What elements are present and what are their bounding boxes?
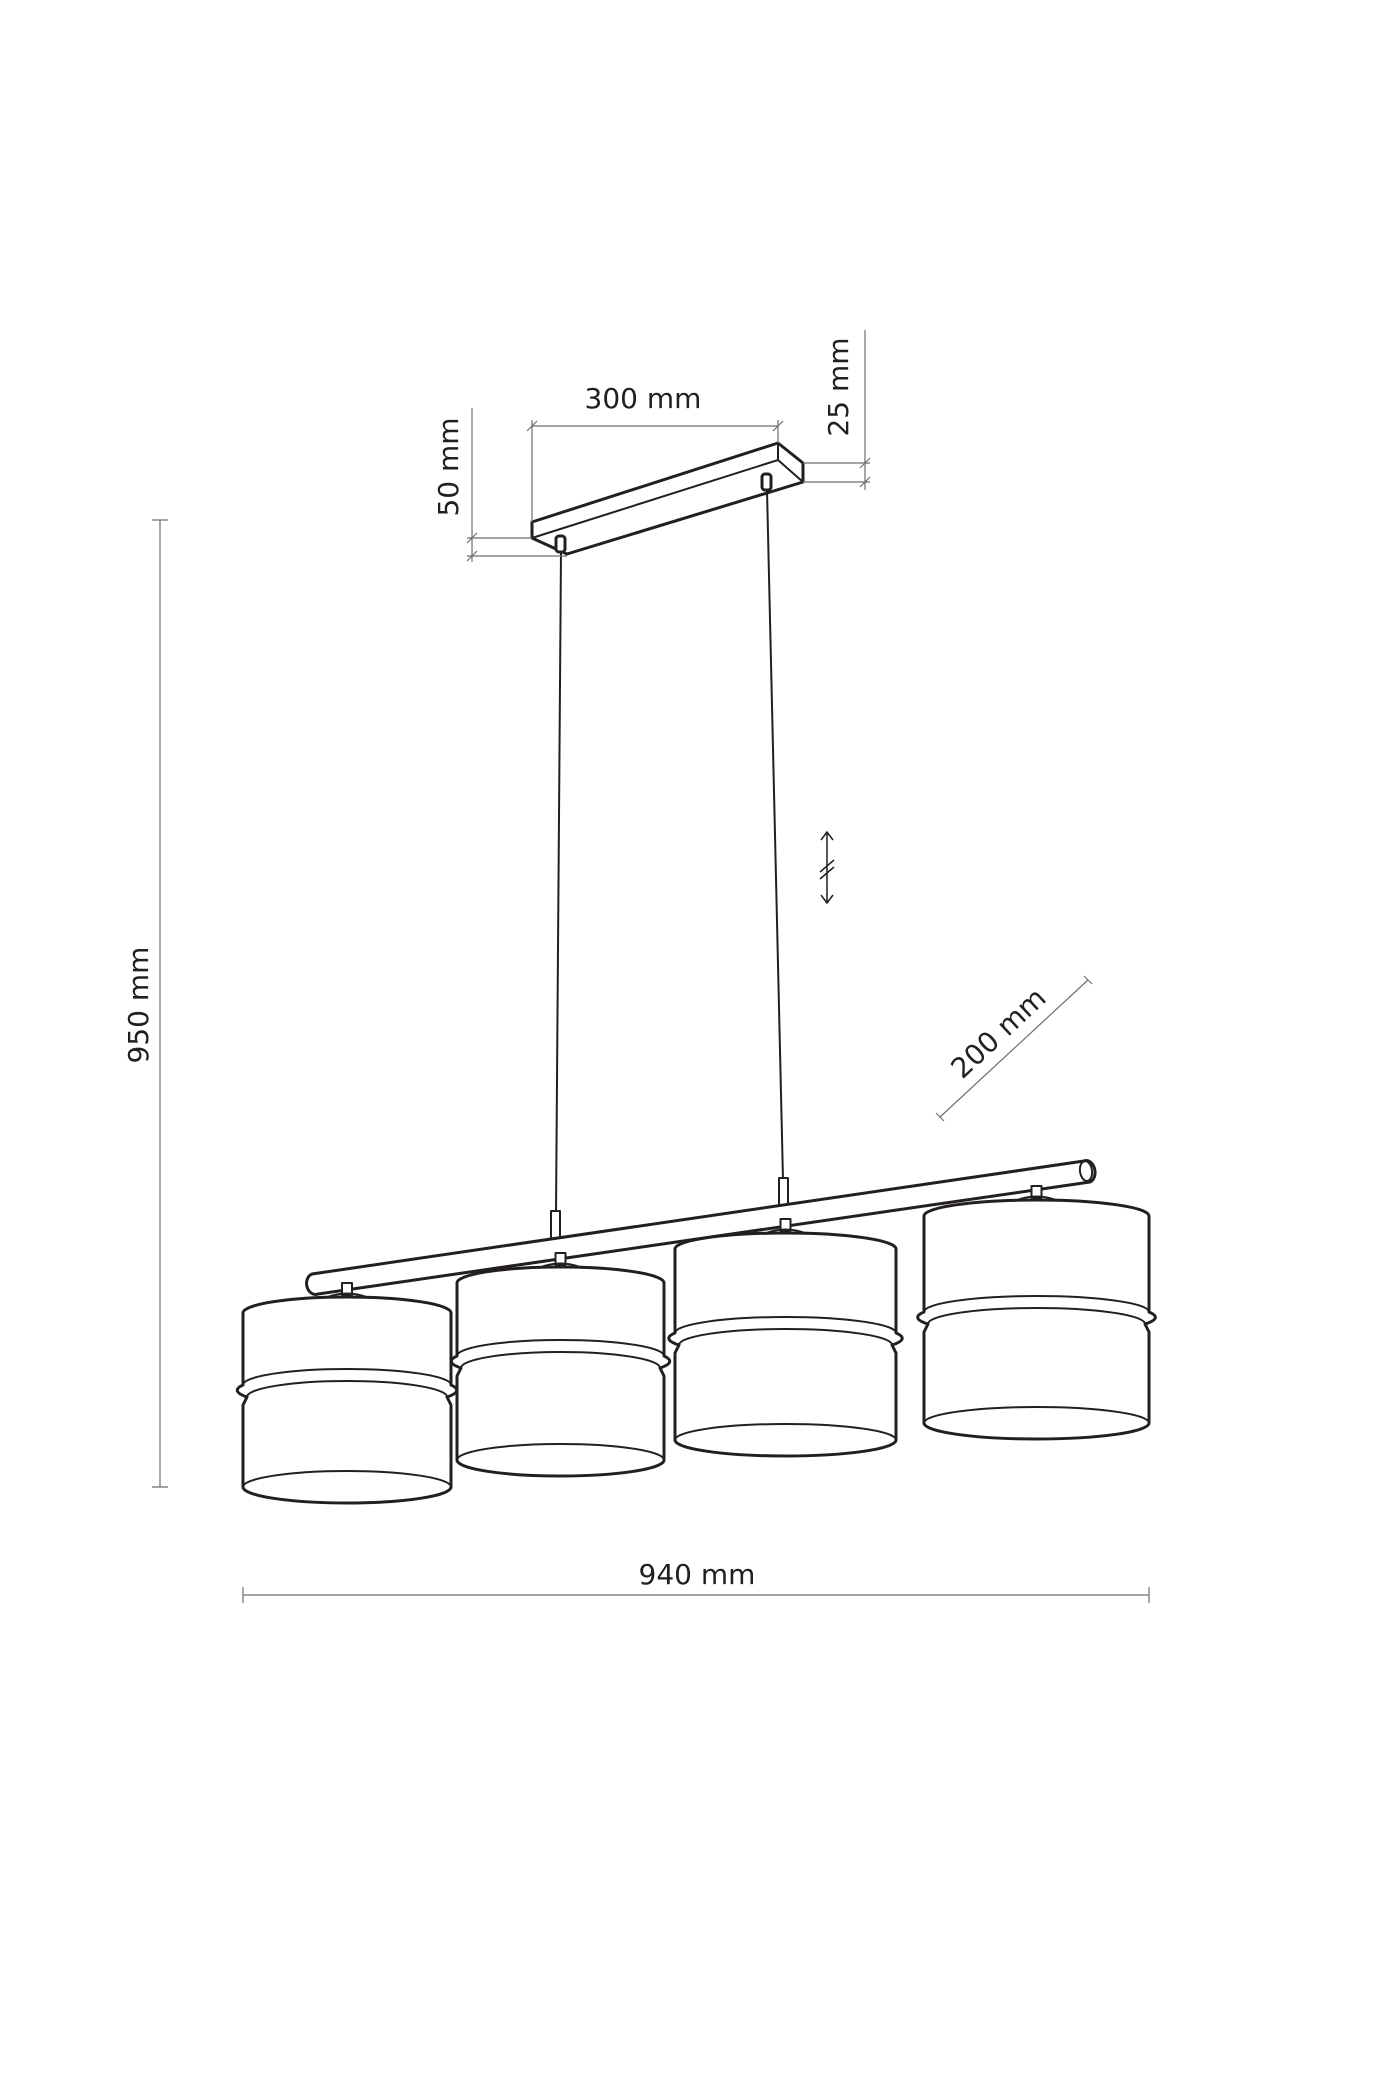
ceiling-canopy <box>530 441 805 556</box>
label-canopy-length: 300 mm <box>585 382 702 415</box>
label-total-height: 950 mm <box>122 947 155 1064</box>
horizontal-bar <box>305 1159 1097 1296</box>
lamp-shade-3 <box>667 1218 904 1458</box>
dimension-940: 940 mm <box>242 1558 1150 1603</box>
dimension-50: 50 mm <box>432 408 567 562</box>
adjustable-height-icon <box>819 830 835 905</box>
cable-gripper-right <box>760 472 773 492</box>
label-total-width: 940 mm <box>639 1558 756 1591</box>
dimension-25: 25 mm <box>803 330 871 490</box>
dimension-200: 200 mm <box>935 975 1093 1122</box>
label-canopy-height: 25 mm <box>822 337 855 436</box>
dimension-950: 950 mm <box>122 519 168 1488</box>
suspension-cable-left <box>555 551 562 1214</box>
label-canopy-depth: 50 mm <box>432 417 465 516</box>
cable-gripper-left <box>554 534 567 554</box>
label-shade-diameter: 200 mm <box>945 981 1053 1085</box>
suspension-cable-right <box>766 489 784 1181</box>
lamp-shade-2 <box>449 1252 672 1478</box>
dimension-300: 300 mm <box>526 382 784 522</box>
lamp-shade-4 <box>916 1185 1157 1441</box>
lamp-shade-1 <box>235 1282 459 1505</box>
